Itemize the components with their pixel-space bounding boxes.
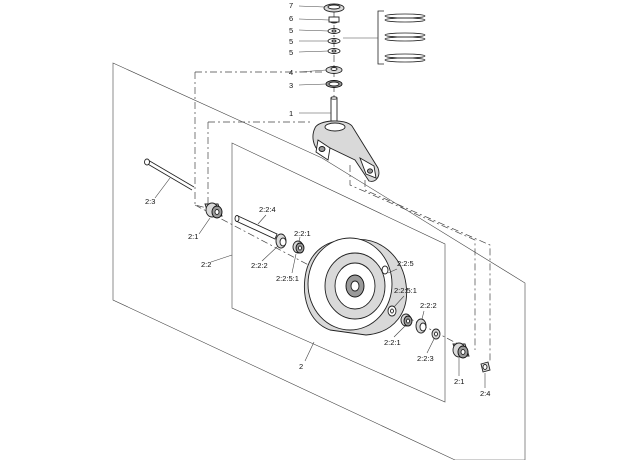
- callout-2-2: 2:2: [201, 260, 212, 269]
- spacer-shim-1: [384, 13, 426, 19]
- spacer-bracket: [377, 10, 384, 65]
- part-2-2-4-axle: [234, 215, 278, 240]
- part-2-2-1-left-bearing: [292, 240, 305, 254]
- callout-5-c: 5: [289, 48, 294, 57]
- part-2-1-left-spacer: [204, 202, 223, 219]
- callout-2-2-2-left: 2:2:2: [251, 261, 268, 270]
- callout-2-2-1-bottom: 2:2:1: [384, 338, 401, 347]
- callout-6: 6: [289, 14, 294, 23]
- callout-2-2-2-right: 2:2:2: [420, 301, 437, 310]
- callout-5-a: 5: [289, 26, 294, 35]
- part-2-2-5-1-right-bearing: [387, 305, 397, 317]
- part-2-3-bolt: [144, 158, 195, 191]
- callout-2-2-5-1-right: 2:2:5:1: [394, 286, 417, 295]
- callout-1: 1: [289, 109, 294, 118]
- callout-7: 7: [289, 1, 294, 10]
- assembly-path-right-outer: [364, 180, 491, 369]
- part-2-2-5-wheel: [304, 237, 408, 336]
- leader-lines: [154, 5, 486, 388]
- part-2-2-1-right-bearing: [400, 313, 413, 327]
- part-2-1-right-spacer: [452, 342, 470, 359]
- callout-2-1-left: 2:1: [188, 232, 199, 241]
- callout-2-2-3: 2:2:3: [417, 354, 434, 363]
- assembly-path-outer: [194, 72, 216, 211]
- callout-4: 4: [289, 68, 294, 77]
- assembly-frame-inner: [231, 142, 446, 403]
- part-2-2-2-left-spacer: [275, 233, 287, 249]
- callout-3: 3: [289, 81, 294, 90]
- callout-2-1-right: 2:1: [454, 377, 465, 386]
- assembly-path-right: [349, 165, 476, 350]
- callout-2-3: 2:3: [145, 197, 156, 206]
- assembly-axis: [194, 204, 461, 346]
- callout-2-2-5: 2:2:5: [397, 259, 414, 268]
- callout-2: 2: [299, 362, 304, 371]
- callout-2-2-1-top: 2:2:1: [294, 229, 311, 238]
- callout-2-2-5-1-left: 2:2:5:1: [276, 274, 299, 283]
- spacer-shim-3: [384, 53, 426, 59]
- part-2-2-3-nut: [431, 328, 441, 340]
- callout-2-2-4: 2:2:4: [259, 205, 276, 214]
- part-2-4-locknut: [480, 361, 491, 373]
- part-2-2-2-right-spacer: [415, 318, 427, 334]
- spacer-shim-2: [384, 32, 426, 38]
- part-1-caster-fork: [312, 96, 380, 182]
- callout-5-b: 5: [289, 37, 294, 46]
- callout-2-4: 2:4: [480, 389, 491, 398]
